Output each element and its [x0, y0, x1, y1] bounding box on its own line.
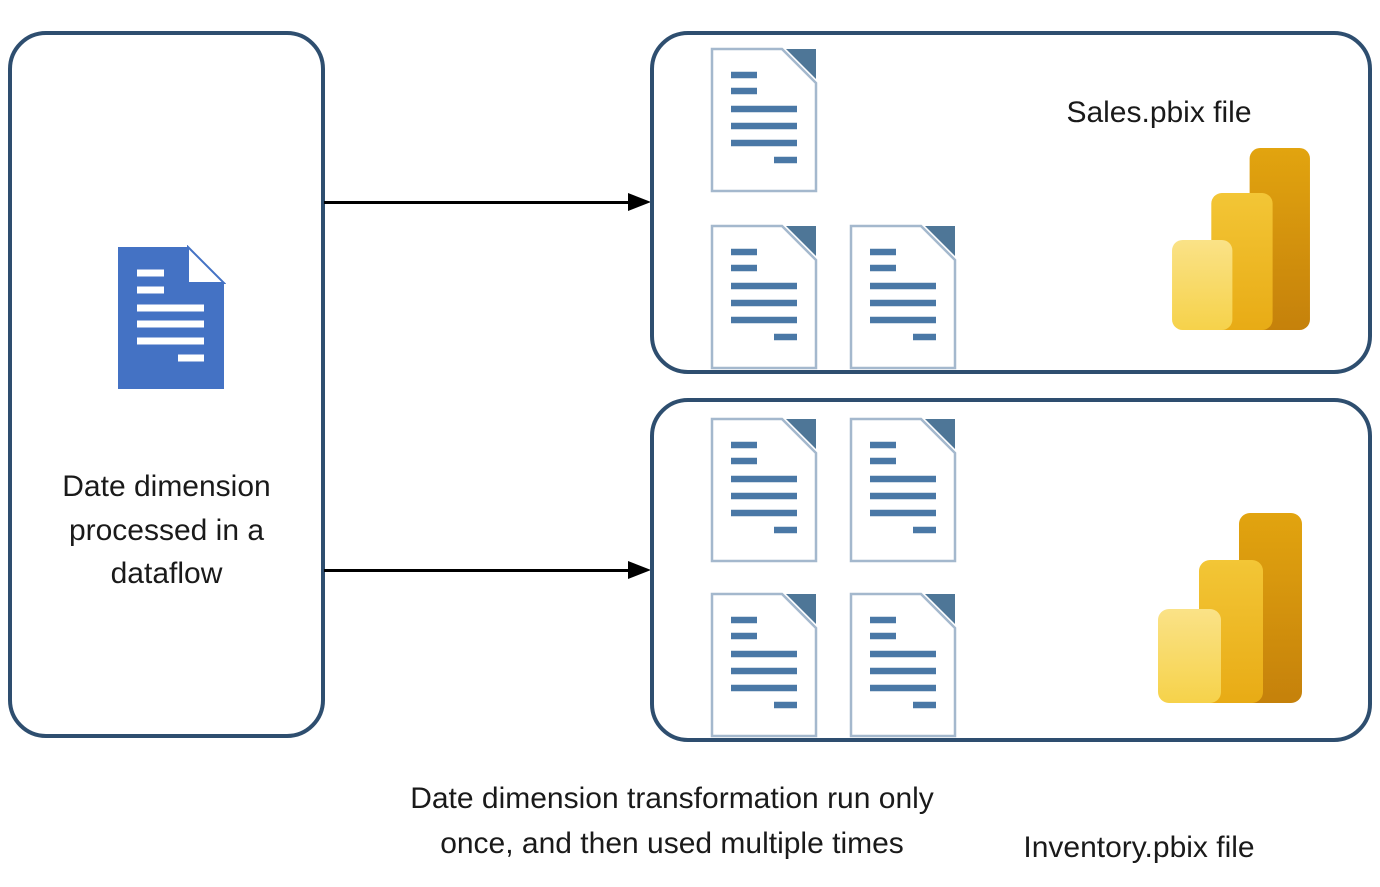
document-icon — [849, 592, 957, 738]
document-icon — [849, 224, 957, 370]
power-bi-logo — [1172, 148, 1310, 330]
arrow-head — [628, 561, 651, 579]
power-bi-logo — [1158, 513, 1302, 703]
inventory-box: Inventory.pbix file — [650, 398, 1372, 864]
source-box: Date dimension processed in a dataflow — [8, 31, 325, 738]
caption: Date dimension transformation run only o… — [410, 782, 934, 860]
arrow-head — [628, 193, 651, 211]
document-icon — [710, 224, 818, 370]
document-icon — [710, 417, 818, 563]
arrow-shaft — [324, 201, 629, 204]
document-icon — [116, 244, 227, 391]
document-icon — [710, 592, 818, 738]
document-icon — [710, 47, 818, 193]
document-icon — [849, 417, 957, 563]
arrow-to-sales — [324, 193, 651, 211]
sales-label: Sales.pbix file — [1066, 96, 1252, 129]
sales-box: Sales.pbix file — [650, 31, 1372, 374]
arrow-to-inventory — [324, 561, 651, 579]
inventory-label: Inventory.pbix file — [1023, 831, 1255, 864]
arrow-shaft — [324, 569, 629, 572]
source-label: Date dimension processed in a dataflow — [62, 470, 271, 590]
